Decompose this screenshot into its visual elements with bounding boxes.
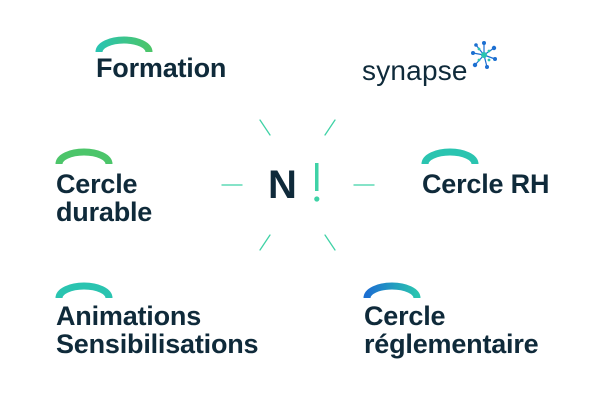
- formation-block[interactable]: Formation: [95, 36, 227, 83]
- arc-icon: [363, 282, 421, 299]
- synapse-logo[interactable]: synapse: [362, 41, 498, 86]
- accent-bar: [315, 163, 319, 191]
- cercle-rh-block[interactable]: Cercle RH: [421, 148, 550, 199]
- animations-block[interactable]: Animations Sensibilisations: [55, 282, 259, 359]
- arc-icon: [55, 282, 113, 299]
- ray-lines: [221, 119, 375, 251]
- animations-line-2: Sensibilisations: [56, 329, 259, 359]
- cercle-durable-label: Cercle durable: [56, 170, 152, 226]
- cercle-rh-label: Cercle RH: [422, 169, 550, 199]
- arc-icon: [55, 148, 113, 165]
- arc-icon: [421, 148, 479, 165]
- arc-icon: [95, 36, 153, 53]
- animations-label: Animations Sensibilisations: [56, 301, 259, 359]
- cercle-reglementaire-line-2: réglementaire: [364, 329, 539, 359]
- center-letter: N: [268, 163, 297, 207]
- cercle-reglementaire-block[interactable]: Cercle réglementaire: [363, 282, 539, 359]
- cercle-durable-block[interactable]: Cercle durable: [55, 148, 152, 226]
- accent-dot: [314, 196, 320, 202]
- molecule-icon: [470, 41, 497, 69]
- synapse-wordmark: synapse: [362, 55, 468, 86]
- cercle-reglementaire-line-1: Cercle: [364, 301, 446, 331]
- center-logo: N: [220, 115, 380, 255]
- animations-line-1: Animations: [56, 301, 202, 331]
- cercle-reglementaire-label: Cercle réglementaire: [364, 301, 539, 359]
- cercle-durable-line-2: durable: [56, 197, 153, 227]
- formation-label: Formation: [96, 53, 227, 83]
- cercle-durable-line-1: Cercle: [56, 169, 138, 199]
